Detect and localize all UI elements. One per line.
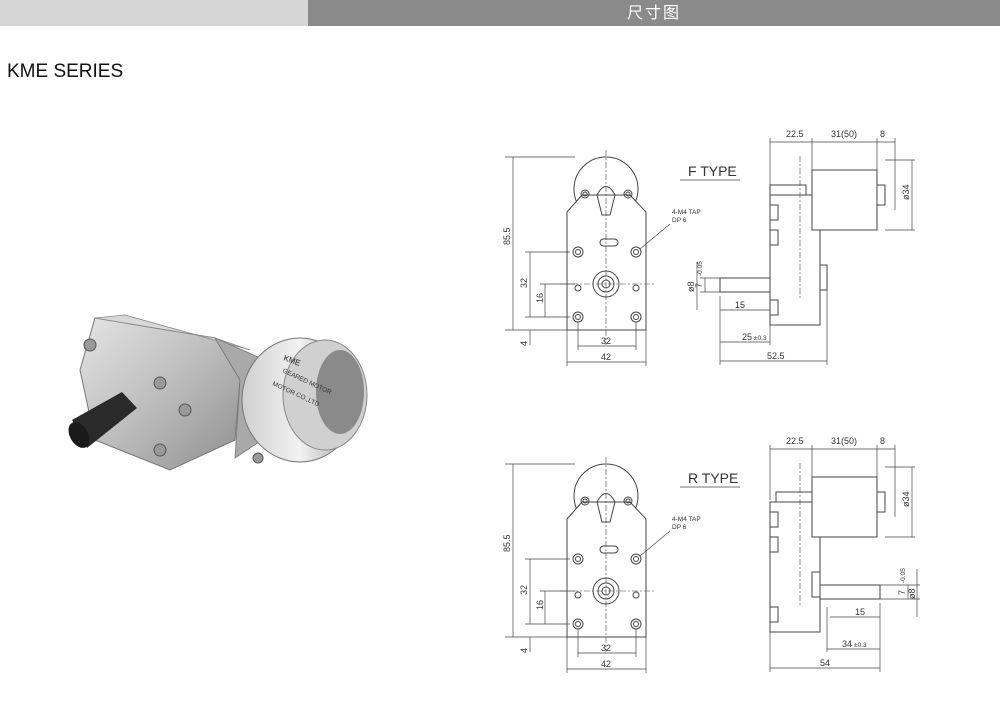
side-dim-25: 25 [742, 332, 752, 342]
side-dim-8: 8 [880, 436, 885, 446]
side-dim-31-50: 31(50) [831, 129, 857, 139]
type-label: F TYPE [688, 163, 737, 179]
dim-4-vertical: 4 [519, 341, 529, 346]
drawing-r-type: 4-M4 TAP DP 6 85.5 32 16 4 32 42 R TYPE [502, 436, 920, 673]
side-dim-22-5: 22.5 [786, 436, 804, 446]
side-dim-tolerance: -0.05 [697, 261, 704, 276]
tap-label: 4-M4 TAP [672, 209, 701, 216]
side-dim-34: 34 [842, 639, 852, 649]
tap-depth: DP 6 [672, 524, 687, 531]
dim-16-vertical: 16 [535, 600, 545, 610]
side-dim-22-5: 22.5 [786, 129, 804, 139]
side-dim-phi8: ø8 [907, 588, 917, 599]
dim-16-vertical: 16 [535, 293, 545, 303]
tap-depth: DP 6 [672, 217, 687, 224]
side-dim-15: 15 [855, 607, 865, 617]
dim-32-vertical: 32 [519, 278, 529, 288]
type-label: R TYPE [688, 470, 738, 486]
dim-32-horizontal: 32 [601, 643, 611, 653]
side-dim-15: 15 [735, 300, 745, 310]
dim-42-horizontal: 42 [601, 659, 611, 669]
dim-32-vertical: 32 [519, 585, 529, 595]
page-title: 尺寸图 [626, 3, 681, 22]
side-dim-7: 7 [897, 590, 907, 595]
header-accent [308, 0, 1000, 26]
side-dim-phi34: ø34 [901, 491, 911, 507]
side-dim-34-tolerance: ±0.3 [854, 642, 867, 649]
side-dim-tolerance: -0.05 [900, 568, 907, 583]
dim-4-vertical: 4 [519, 648, 529, 653]
dim-height: 85.5 [502, 534, 512, 552]
side-dim-25-tolerance: ±0.3 [754, 335, 767, 342]
series-title: KME SERIES [7, 61, 124, 82]
side-dim-total: 54 [820, 658, 830, 668]
dim-32-horizontal: 32 [601, 336, 611, 346]
drawing-f-type: 4-M4 TAP DP 6 85.5 32 16 4 32 42 [502, 129, 915, 366]
dim-42-horizontal: 42 [601, 352, 611, 362]
side-dim-phi34: ø34 [901, 184, 911, 200]
tap-label: 4-M4 TAP [672, 516, 701, 523]
side-dim-8: 8 [880, 129, 885, 139]
side-dim-total: 52.5 [767, 351, 785, 361]
side-dim-7: 7 [694, 283, 704, 288]
side-dim-31-50: 31(50) [831, 436, 857, 446]
side-dim-phi8: ø8 [686, 281, 696, 292]
dim-height: 85.5 [502, 227, 512, 245]
